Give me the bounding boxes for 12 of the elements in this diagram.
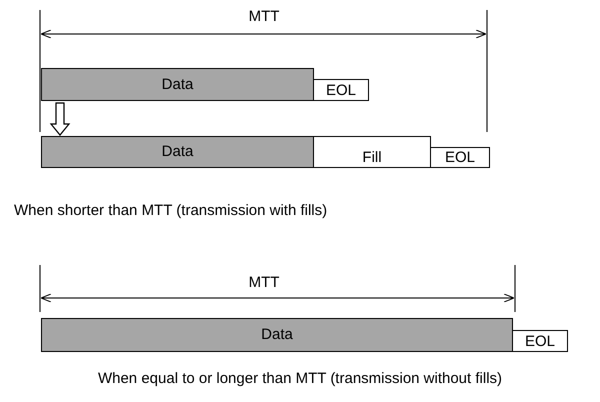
caption: When equal to or longer than MTT (transmission without fills) bbox=[98, 370, 502, 387]
data-segment: Data bbox=[41, 318, 513, 352]
fill-segment: Fill bbox=[313, 136, 431, 168]
eol-segment: EOL bbox=[313, 79, 369, 101]
arrow bbox=[50, 102, 70, 136]
dimension-label: MTT bbox=[248, 8, 280, 25]
eol-segment: EOL bbox=[430, 147, 490, 168]
dimension-label: MTT bbox=[248, 274, 280, 291]
eol-segment: EOL bbox=[512, 330, 568, 352]
caption: When shorter than MTT (transmission with fills) bbox=[14, 202, 328, 219]
data-segment: Data bbox=[41, 68, 314, 101]
data-segment: Data bbox=[41, 136, 314, 168]
